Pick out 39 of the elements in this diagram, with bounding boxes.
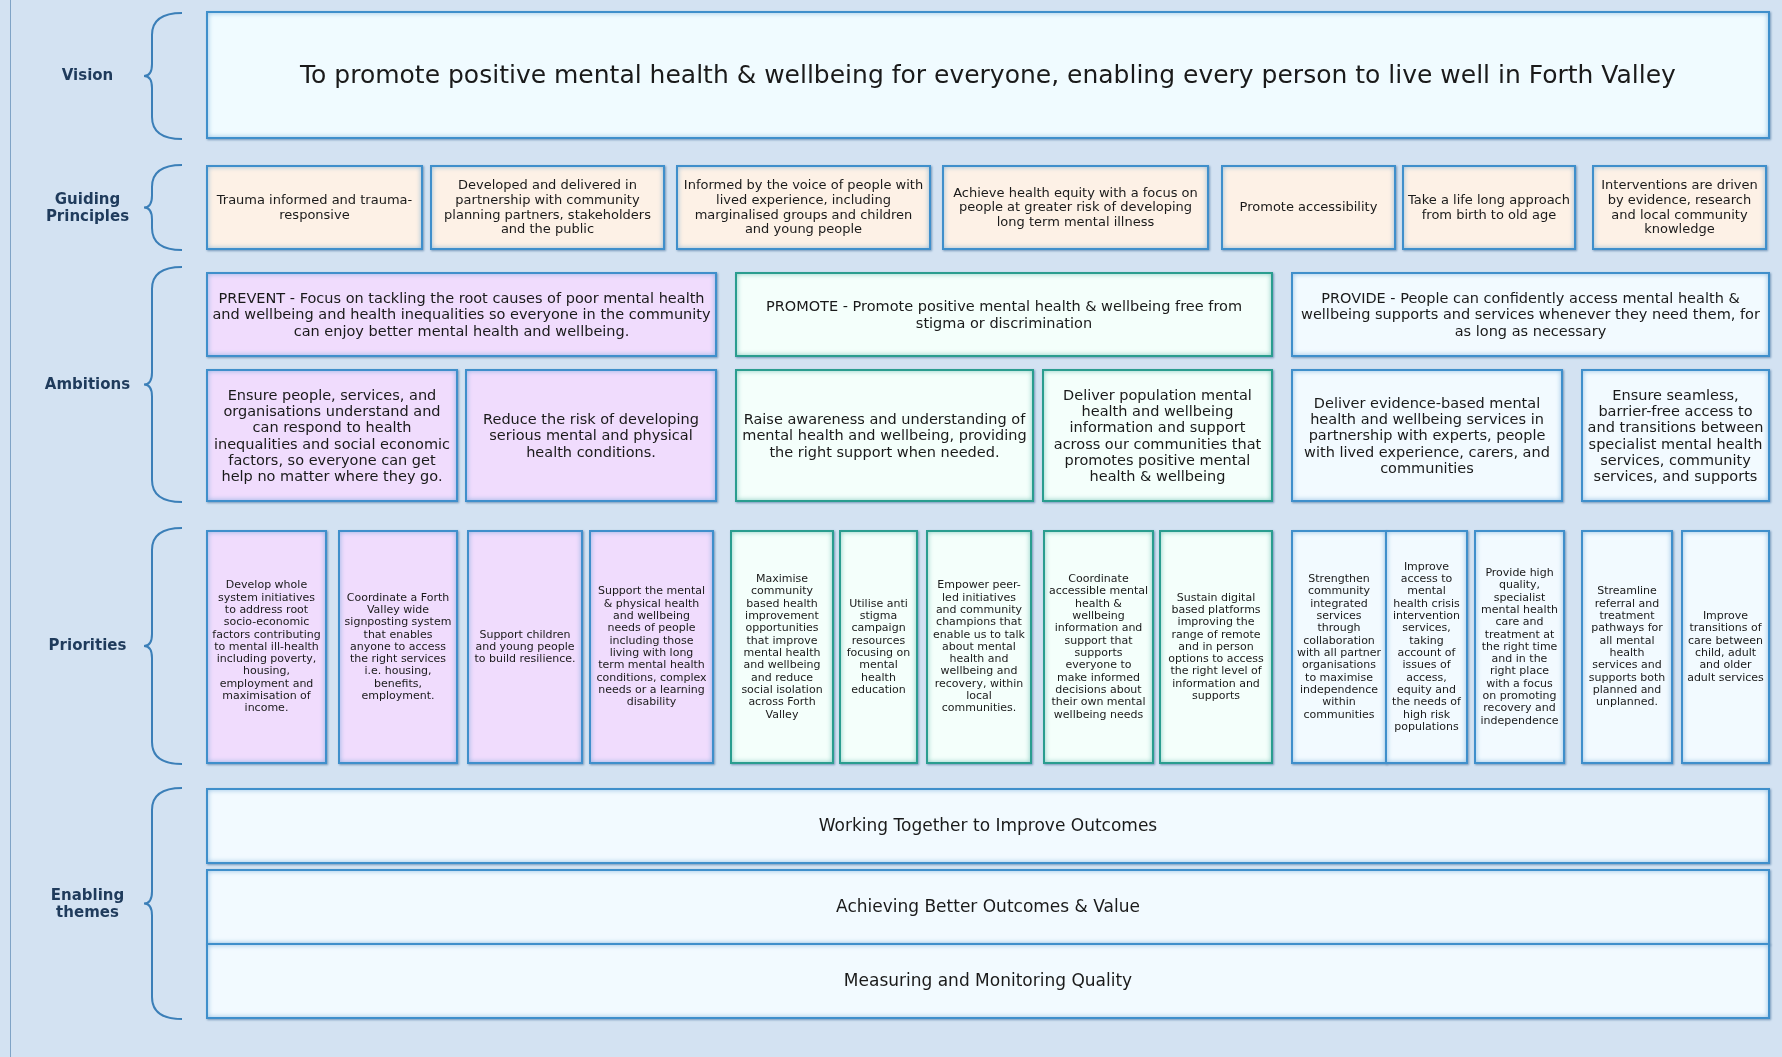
text-box: Provide high quality, specialist mental health care and treatment at the right time and in the right place with a focus on promoting recovery and independence (1474, 530, 1565, 764)
text-box: Develop whole system initiatives to address root socio-economic factors contributing to mental ill-health including poverty, housing, employment and maximisation of income. (206, 530, 327, 764)
text-box: Developed and delivered in partnership with community planning partners, stakeholders and the public (430, 165, 665, 250)
text-box: Ensure people, services, and organisations understand and can respond to health inequalities and social economic factors, so everyone can get help no matter where they go. (206, 369, 458, 502)
row-heading: Ambitions (43, 375, 132, 394)
text-box: Improve access to mental health crisis intervention services, taking account of issues of access, equity and the needs of high risk populations (1385, 530, 1468, 764)
text-box: PROVIDE - People can confidently access mental health & wellbeing supports and services whenever they need them, for as long as necessary (1291, 272, 1770, 357)
text-box: Coordinate accessible mental health & wellbeing information and support that supports everyone to make informed decisions about their own mental wellbeing needs (1043, 530, 1154, 764)
text-box: Measuring and Monitoring Quality (206, 943, 1770, 1019)
text-box: Deliver evidence-based mental health and wellbeing services in partnership with experts, people with lived experience, carers, and communities (1291, 369, 1563, 502)
text-box: Working Together to Improve Outcomes (206, 788, 1770, 864)
text-box: To promote positive mental health & wellbeing for everyone, enabling every person to live well in Forth Valley (206, 11, 1770, 139)
text-box: Improve transitions of care between child, adult and older adult services (1681, 530, 1770, 764)
text-box: Take a life long approach from birth to old age (1402, 165, 1576, 250)
row-heading: Enabling themes (49, 886, 126, 921)
text-box: Sustain digital based platforms improving the range of remote and in person options to access the right level of information and supports (1159, 530, 1273, 764)
text-box: Empower peer-led initiatives and community champions that enable us to talk about mental health and wellbeing and recovery, within local communities. (926, 530, 1032, 764)
text-box: Trauma informed and trauma-responsive (206, 165, 423, 250)
text-box: Achieve health equity with a focus on people at greater risk of developing long term mental illness (942, 165, 1209, 250)
text-box: Interventions are driven by evidence, research and local community knowledge (1592, 165, 1767, 250)
row-heading: Vision (60, 67, 115, 85)
text-box: Strengthen community integrated services through collaboration with all partner organisations to maximise independence within communities (1291, 530, 1387, 764)
text-box: Maximise community based health improvement opportunities that improve mental health and wellbeing and reduce social isolation across Forth Valley (730, 530, 834, 764)
text-box: Streamline referral and treatment pathways for all mental health services and supports both planned and unplanned. (1581, 530, 1673, 764)
row-heading: Guiding Principles (44, 190, 131, 225)
text-box: PREVENT - Focus on tackling the root causes of poor mental health and wellbeing and health inequalities so everyone in the community can enjoy better mental health and wellbeing. (206, 272, 717, 357)
text-box: Informed by the voice of people with lived experience, including marginalised groups and children and young people (676, 165, 931, 250)
text-box: Ensure seamless, barrier-free access to and transitions between specialist mental health services, community services, and supports (1581, 369, 1770, 502)
text-box: PROMOTE - Promote positive mental health & wellbeing free from stigma or discrimination (735, 272, 1273, 357)
text-box: Promote accessibility (1221, 165, 1396, 250)
text-box: Reduce the risk of developing serious mental and physical health conditions. (465, 369, 717, 502)
text-box: Deliver population mental health and wellbeing information and support across our communities that promotes positive mental health & wellbeing (1042, 369, 1273, 502)
text-box: Support children and young people to build resilience. (467, 530, 583, 764)
text-box: Utilise anti stigma campaign resources focusing on mental health education (839, 530, 918, 764)
row-heading: Priorities (47, 637, 128, 655)
text-box: Support the mental & physical health and wellbeing needs of people including those living with long term mental health conditions, complex needs or a learning disability (589, 530, 714, 764)
text-box: Achieving Better Outcomes & Value (206, 869, 1770, 945)
text-box: Coordinate a Forth Valley wide signposting system that enables anyone to access the right services i.e. housing, benefits, employment. (338, 530, 458, 764)
text-box: Raise awareness and understanding of mental health and wellbeing, providing the right support when needed. (735, 369, 1034, 502)
